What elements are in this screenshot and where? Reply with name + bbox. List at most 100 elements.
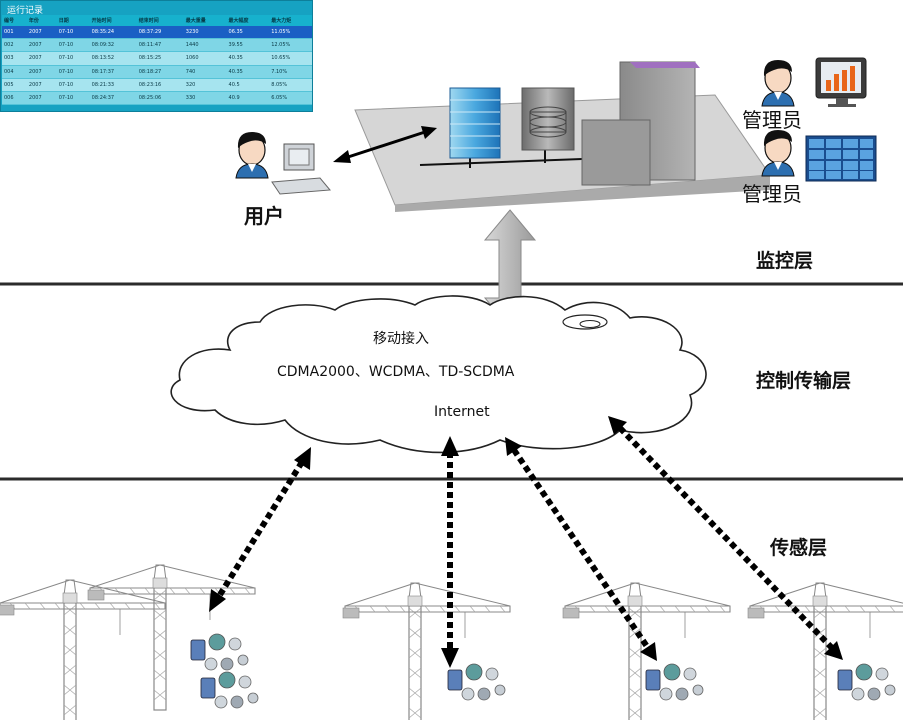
records-column-header: 最大幅度	[226, 15, 270, 26]
monitor-layer-label: 监控层	[756, 250, 814, 272]
tower-crane-icon	[747, 582, 903, 720]
records-table-cell: 11.05%	[269, 26, 312, 40]
records-table-cell: 320	[183, 78, 227, 92]
records-table-cell: 06.35	[226, 26, 270, 40]
tower-crane-icon	[0, 579, 166, 720]
records-column-header: 最大力矩	[269, 15, 312, 26]
internet-label: Internet	[434, 404, 490, 420]
video-wall-icon	[805, 135, 877, 182]
admin1-label: 管理员	[742, 108, 802, 132]
records-table-cell: 2007	[26, 65, 57, 79]
records-table-cell: 08:11:47	[136, 38, 184, 53]
records-table-cell: 740	[183, 65, 227, 79]
records-table-cell: 001	[2, 26, 27, 40]
sensor-device-icon	[447, 663, 506, 701]
records-column-header: 编号	[2, 15, 27, 26]
records-table-cell: 6.05%	[269, 91, 312, 106]
records-table-cell: 002	[2, 38, 27, 53]
records-table-cell: 3230	[183, 26, 227, 40]
records-table-cell: 004	[2, 65, 27, 79]
records-table-cell: 40.35	[226, 51, 270, 66]
records-table-cell: 08:25:06	[136, 91, 184, 106]
wireless-link-4	[617, 425, 835, 651]
records-table-cell: 08:24:37	[89, 91, 137, 106]
records-panel-title: 运行记录	[7, 6, 44, 16]
user-server-link	[333, 126, 437, 163]
admin1-person-icon	[761, 59, 795, 107]
records-table-cell: 07-10	[56, 51, 90, 66]
records-table-cell: 2007	[26, 91, 57, 106]
records-table-cell: 8.05%	[269, 78, 312, 92]
records-table-cell: 330	[183, 91, 227, 106]
records-table-cell: 2007	[26, 26, 57, 40]
records-column-header: 结束时间	[136, 15, 184, 26]
records-table-cell: 07-10	[56, 26, 90, 40]
records-table-cell: 08:13:52	[89, 51, 137, 66]
wireless-links	[215, 425, 835, 652]
records-table-cell: 08:15:25	[136, 51, 184, 66]
sensor-device-icon	[190, 633, 249, 671]
records-column-header: 日期	[56, 15, 90, 26]
records-table-cell: 12.05%	[269, 38, 312, 53]
records-table-cell: 003	[2, 51, 27, 66]
mobile-networks-label: CDMA2000、WCDMA、TD-SCDMA	[277, 364, 515, 380]
computer-icon	[271, 143, 332, 195]
bar-chart-monitor-icon	[815, 57, 867, 107]
records-table-cell: 2007	[26, 38, 57, 53]
records-table-cell: 40.5	[226, 78, 270, 92]
sensor-layer-label: 传感层	[770, 537, 828, 559]
transport-layer-label: 控制传输层	[756, 370, 852, 392]
user-person-icon	[235, 131, 269, 179]
records-column-header: 年份	[26, 15, 57, 26]
network-cloud	[170, 295, 707, 454]
server-cabinet	[581, 61, 700, 186]
server-icon	[449, 87, 501, 159]
records-table-cell: 7.10%	[269, 65, 312, 79]
records-table-cell: 2007	[26, 51, 57, 66]
records-table-cell: 40.9	[226, 91, 270, 106]
server-platform	[354, 61, 771, 212]
admin2-label: 管理员	[742, 182, 802, 206]
wireless-arrowheads	[209, 416, 843, 668]
records-table-cell: 07-10	[56, 91, 90, 106]
records-header-row: 编号年份日期开始时间结束时间最大重量最大幅度最大力矩	[2, 15, 312, 26]
records-table-cell: 07-10	[56, 65, 90, 79]
records-table-cell: 39.55	[226, 38, 270, 53]
records-table-cell: 005	[2, 78, 27, 92]
records-table-cell: 1440	[183, 38, 227, 53]
admin2-person-icon	[761, 129, 795, 177]
records-table-cell: 08:09:32	[89, 38, 137, 53]
records-table-cell: 07-10	[56, 38, 90, 53]
database-icon	[521, 87, 575, 151]
sensor-device-icon	[645, 663, 704, 701]
records-table-cell: 08:17:37	[89, 65, 137, 79]
sensor-device-icon	[837, 663, 896, 701]
user-label: 用户	[244, 204, 284, 228]
records-table-cell: 1060	[183, 51, 227, 66]
sensor-device-icon	[200, 671, 259, 709]
records-table-cell: 08:21:33	[89, 78, 137, 92]
tower-crane-icon	[87, 564, 256, 711]
records-column-header: 最大重量	[183, 15, 227, 26]
records-table-cell: 10.65%	[269, 51, 312, 66]
records-table-cell: 40.35	[226, 65, 270, 79]
records-table-cell: 08:23:16	[136, 78, 184, 92]
records-table-cell: 08:35:24	[89, 26, 137, 40]
records-column-header: 开始时间	[89, 15, 137, 26]
records-table-cell: 2007	[26, 78, 57, 92]
mobile-access-label: 移动接入	[373, 331, 429, 347]
records-table-cell: 006	[2, 91, 27, 106]
wireless-link-1	[215, 460, 305, 600]
records-table-cell: 07-10	[56, 78, 90, 92]
